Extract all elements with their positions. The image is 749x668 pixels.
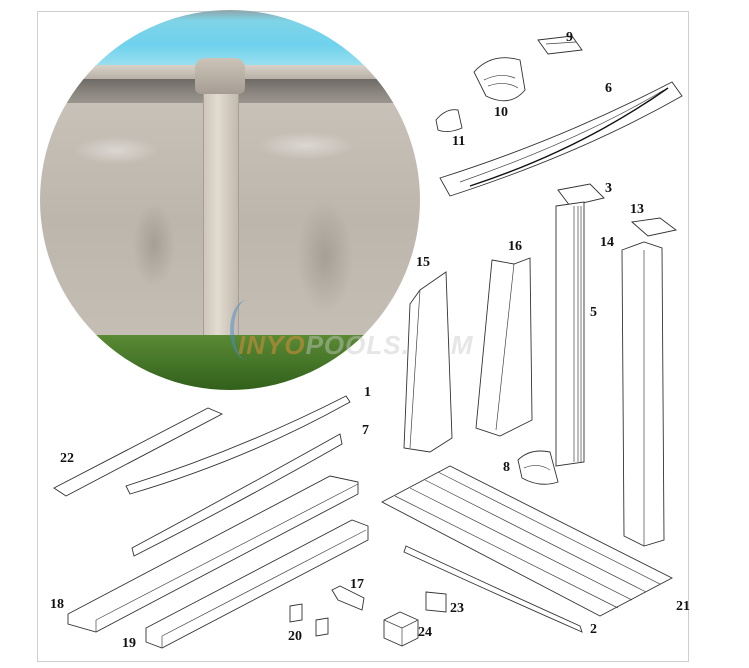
part-17-drawing xyxy=(331,585,365,611)
part-7-drawing xyxy=(131,433,343,557)
upright-post xyxy=(203,72,239,342)
part-label-16: 16 xyxy=(508,239,522,254)
part-18-drawing xyxy=(67,475,359,633)
part-22-drawing xyxy=(53,407,224,497)
part-11-drawing xyxy=(435,109,463,133)
top-cap xyxy=(195,58,245,94)
part-label-20: 20 xyxy=(288,629,302,644)
part-label-18: 18 xyxy=(50,597,64,612)
part-label-21: 21 xyxy=(676,599,690,614)
part-label-24: 24 xyxy=(418,625,432,640)
watermark-swoosh-icon xyxy=(230,300,264,360)
part-24-drawing xyxy=(383,611,419,647)
part-label-19: 19 xyxy=(122,636,136,651)
part-6-drawing xyxy=(439,81,683,197)
part-label-22: 22 xyxy=(60,451,74,466)
part-19-drawing xyxy=(145,519,369,649)
part-label-3: 3 xyxy=(605,181,612,196)
part-23-drawing xyxy=(425,591,447,613)
part-14-drawing xyxy=(621,241,665,547)
part-label-7: 7 xyxy=(362,423,369,438)
pool-wall-photo xyxy=(40,10,420,390)
part-label-5: 5 xyxy=(590,305,597,320)
part-label-9: 9 xyxy=(566,30,573,45)
part-label-23: 23 xyxy=(450,601,464,616)
part-9-drawing xyxy=(537,35,583,55)
part-20-drawing xyxy=(289,603,329,637)
part-label-13: 13 xyxy=(630,202,644,217)
part-label-17: 17 xyxy=(350,577,364,592)
part-5-drawing xyxy=(555,201,585,467)
part-label-14: 14 xyxy=(600,235,614,250)
part-label-15: 15 xyxy=(416,255,430,270)
part-1-drawing xyxy=(125,395,351,495)
part-8-drawing xyxy=(517,450,559,485)
part-label-11: 11 xyxy=(452,134,466,149)
part-16-drawing xyxy=(475,257,533,437)
part-3-drawing xyxy=(557,183,605,207)
part-15-drawing xyxy=(403,271,453,453)
grass xyxy=(40,335,420,390)
part-13-drawing xyxy=(630,217,678,237)
part-21-drawing xyxy=(381,465,673,617)
part-label-6: 6 xyxy=(605,81,612,96)
part-label-8: 8 xyxy=(503,460,510,475)
part-2-drawing xyxy=(403,545,583,633)
part-label-2: 2 xyxy=(590,622,597,637)
part-10-drawing xyxy=(473,57,526,102)
part-label-10: 10 xyxy=(494,105,508,120)
part-label-1: 1 xyxy=(364,385,371,400)
